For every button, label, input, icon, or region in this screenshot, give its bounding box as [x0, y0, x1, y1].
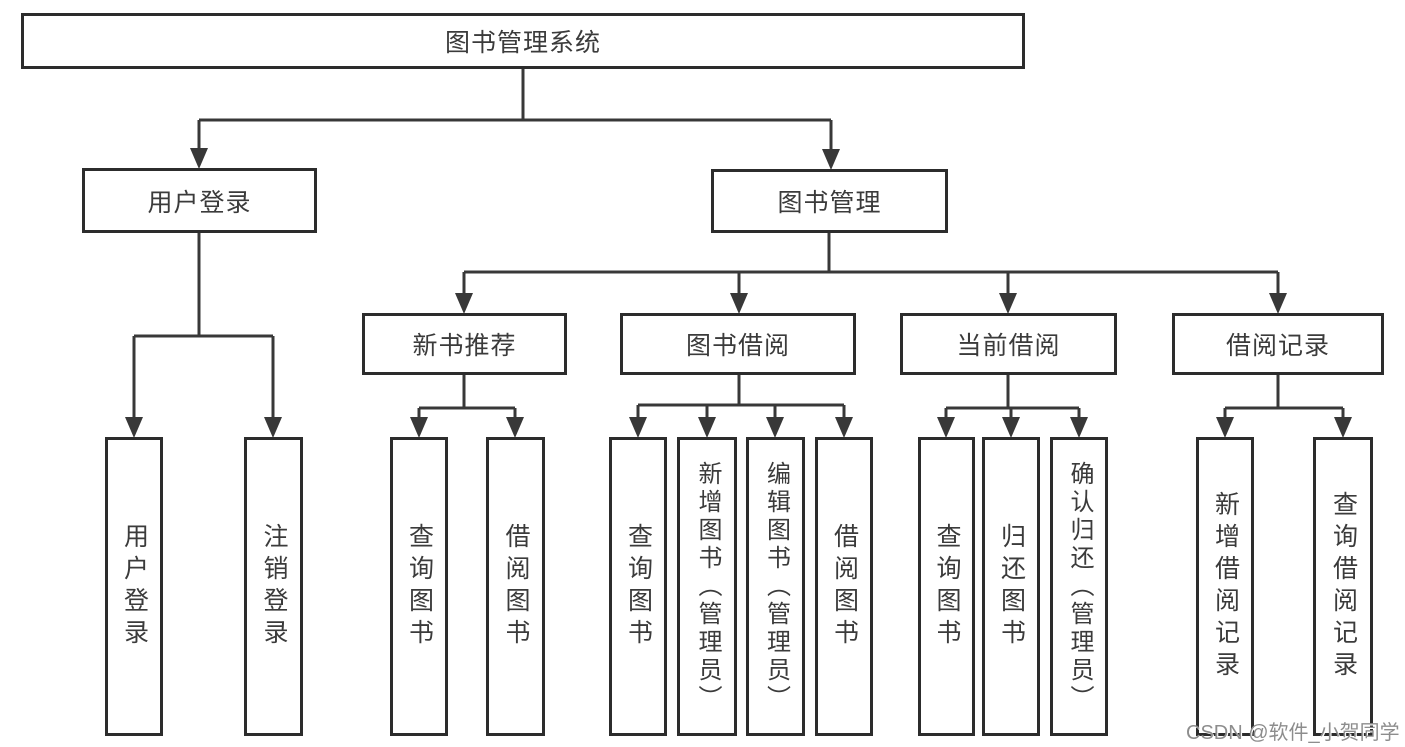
node-label: 查询借阅记录 [1329, 490, 1358, 683]
connector-paths [132, 69, 1345, 419]
leaf-add-borrow-record: 新增借阅记录 [1196, 437, 1254, 736]
connector-root-to-level2 [197, 69, 833, 151]
node-label: 查询图书 [405, 522, 434, 651]
arrow-down-icon [730, 293, 748, 314]
leaf-query-book-recommend: 查询图书 [390, 437, 448, 736]
node-label: 查询图书 [933, 522, 961, 651]
arrow-down-icon [937, 417, 955, 438]
arrow-down-icon [190, 148, 208, 169]
node-library-management-system: 图书管理系统 [21, 13, 1025, 69]
node-label: 新书推荐 [412, 332, 517, 360]
node-label: 新增借阅记录 [1211, 490, 1240, 683]
arrowheads [125, 148, 1352, 438]
leaf-confirm-return-admin: 确认归还（管理员） [1050, 437, 1108, 736]
node-label: 当前借阅 [956, 332, 1061, 360]
node-label: 用户登录 [147, 188, 252, 217]
node-label: 图书借阅 [685, 332, 790, 360]
arrow-down-icon [822, 149, 840, 170]
node-label: 注销登录 [260, 522, 288, 651]
leaf-query-book-current: 查询图书 [918, 437, 975, 736]
node-label: 用户登录 [120, 522, 149, 651]
node-book-borrow: 图书借阅 [620, 313, 856, 375]
node-label: 图书管理 [777, 189, 882, 217]
node-label: 归还图书 [997, 522, 1026, 651]
node-label: 查询图书 [624, 522, 653, 651]
leaf-borrow-book-recommend: 借阅图书 [486, 437, 545, 736]
leaf-add-book-admin: 新增图书（管理员） [677, 437, 737, 736]
node-label: 确认归还（管理员） [1066, 460, 1093, 713]
arrow-down-icon [835, 417, 853, 438]
leaf-edit-book-admin: 编辑图书（管理员） [746, 437, 805, 736]
node-user-login: 用户登录 [82, 168, 317, 233]
node-label: 借阅记录 [1225, 332, 1330, 360]
node-label: 编辑图书（管理员） [762, 460, 790, 713]
node-book-management: 图书管理 [711, 169, 948, 233]
connector-borrow-rec-to-children [1223, 375, 1345, 419]
arrow-down-icon [125, 417, 143, 438]
node-label: 新增图书（管理员） [694, 460, 721, 713]
arrow-down-icon [1070, 417, 1088, 438]
leaf-borrow-book: 借阅图书 [815, 437, 873, 736]
arrow-down-icon [1269, 293, 1287, 314]
leaf-query-borrow-record: 查询借阅记录 [1313, 437, 1373, 736]
connector-book-mgmt-to-level3 [462, 233, 1280, 295]
arrow-down-icon [455, 293, 473, 314]
arrow-down-icon [1216, 417, 1234, 438]
connector-cur-borrow-to-children [944, 375, 1081, 419]
leaf-return-book: 归还图书 [982, 437, 1040, 736]
leaf-user-login: 用户登录 [105, 437, 163, 736]
connector-new-book-to-children [417, 375, 517, 419]
node-borrow-records: 借阅记录 [1172, 313, 1384, 375]
node-current-borrow: 当前借阅 [900, 313, 1117, 375]
arrow-down-icon [766, 417, 784, 438]
connector-book-borrow-to-children [636, 375, 846, 419]
csdn-watermark: CSDN @软件_小贺同学 [1186, 722, 1400, 744]
arrow-down-icon [999, 293, 1017, 314]
arrow-down-icon [506, 417, 524, 438]
arrow-down-icon [1334, 417, 1352, 438]
node-label: 借阅图书 [830, 522, 859, 651]
arrow-down-icon [1002, 417, 1020, 438]
leaf-logout: 注销登录 [244, 437, 303, 736]
arrow-down-icon [410, 417, 428, 438]
arrow-down-icon [698, 417, 716, 438]
connector-user-login-to-children [132, 233, 275, 419]
arrow-down-icon [264, 417, 282, 438]
node-label: 借阅图书 [502, 522, 530, 651]
node-label: 图书管理系统 [444, 29, 601, 57]
node-new-book-recommend: 新书推荐 [362, 313, 567, 375]
arrow-down-icon [629, 417, 647, 438]
leaf-query-book-borrow: 查询图书 [609, 437, 667, 736]
